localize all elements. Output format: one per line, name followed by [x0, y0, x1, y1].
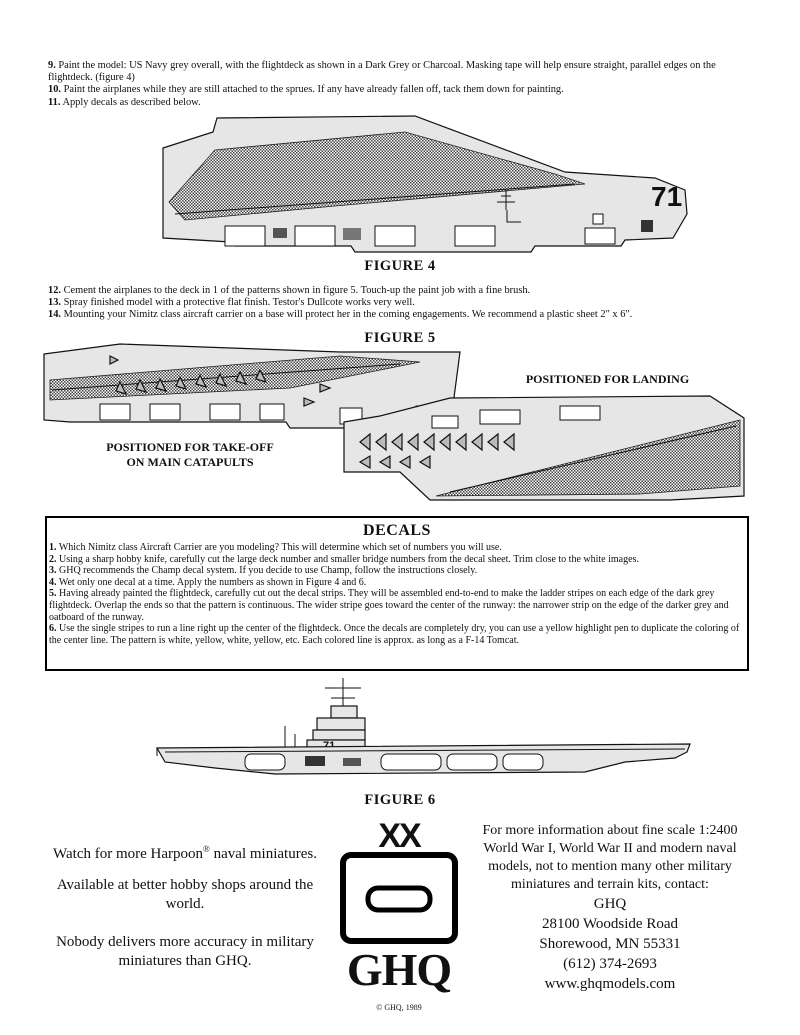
decal-step-2: 2. Using a sharp hobby knife, carefully … [49, 553, 639, 565]
registered-mark: ® [203, 844, 210, 854]
landing-aircraft [358, 432, 515, 470]
step-13: 13. Spray finished model with a protecti… [48, 297, 415, 309]
step-12: 12. Cement the airplanes to the deck in … [48, 285, 531, 296]
contact-phone: (612) 374-2693 [563, 956, 657, 972]
logo-ghq: GHQ [346, 944, 452, 995]
steps-9-11: 9. Paint the model: US Navy grey overall… [48, 60, 760, 109]
decal-step-4: 4. Wet only one decal at a time. Apply t… [49, 576, 367, 588]
figure-6-title: FIGURE 6 [364, 792, 436, 808]
caption-takeoff-line-2: ON MAIN CATAPULTS [126, 455, 254, 469]
figure-4-title: FIGURE 4 [364, 258, 436, 274]
copyright: © GHQ, 1989 [376, 1003, 422, 1012]
figure-5-title: FIGURE 5 [364, 330, 436, 346]
contact-intro: For more information about fine scale 1:… [482, 823, 738, 892]
takeoff-aircraft [109, 355, 332, 407]
figure-4-flightdeck-plan: 71 [162, 115, 688, 253]
contact-address-2: Shorewood, MN 55331 [539, 936, 681, 952]
step-11: 11. Apply decals as described below. [48, 96, 201, 108]
promo-harpoon: Watch for more Harpoon® naval miniatures… [53, 844, 317, 862]
promo-accuracy: Nobody delivers more accuracy in militar… [56, 934, 314, 969]
step-10: 10. Paint the airplanes while they are s… [48, 84, 564, 96]
figure-5-landing-deck [343, 395, 745, 501]
contact-address-1: 28100 Woodside Road [541, 916, 678, 932]
decal-step-3: 3. GHQ recommends the Champ decal system… [49, 565, 478, 577]
decals-box: DECALS 1. Which Nimitz class Aircraft Ca… [45, 516, 749, 671]
ghq-logo: XX GHQ © GHQ, 1989 [338, 818, 460, 1018]
caption-takeoff: POSITIONED FOR TAKE-OFF ON MAIN CATAPULT… [90, 440, 290, 470]
steps-12-14: 12. Cement the airplanes to the deck in … [48, 285, 760, 322]
step-9: 9. Paint the model: US Navy grey overall… [48, 60, 716, 84]
decal-step-5: 5. Having already painted the flightdeck… [49, 588, 729, 623]
logo-xx: XX [378, 817, 421, 855]
contact-website[interactable]: www.ghqmodels.com [544, 976, 676, 992]
decal-step-6: 6. Use the single stripes to run a line … [49, 623, 740, 646]
contact-name: GHQ [593, 896, 627, 912]
step-14: 14. Mounting your Nimitz class aircraft … [48, 309, 633, 321]
contact-block: For more information about fine scale 1:… [470, 822, 750, 994]
logo-emblem-icon [340, 852, 458, 944]
decals-title: DECALS [363, 522, 431, 539]
caption-landing: POSITIONED FOR LANDING [525, 372, 690, 386]
figure-6-side-profile: 71 [155, 678, 691, 775]
figure-4-hull-number: 71 [651, 181, 682, 212]
decals-list: 1. Which Nimitz class Aircraft Carrier a… [49, 542, 745, 646]
promo-availability: Available at better hobby shops around t… [56, 877, 314, 912]
caption-takeoff-line-1: POSITIONED FOR TAKE-OFF [106, 440, 274, 454]
figure-5-takeoff-deck [43, 343, 461, 429]
decal-step-1: 1. Which Nimitz class Aircraft Carrier a… [49, 542, 502, 553]
